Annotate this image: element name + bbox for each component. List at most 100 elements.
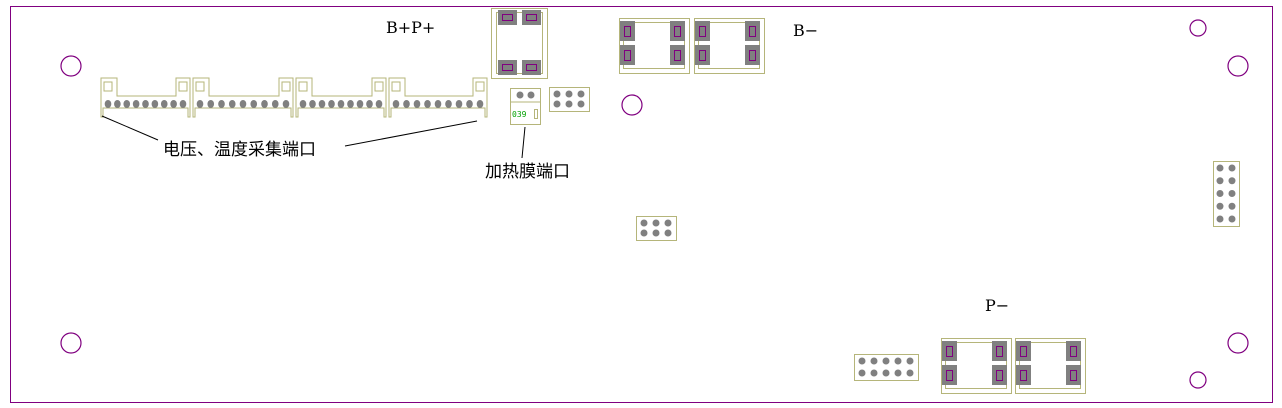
- connector-pin: [476, 100, 484, 108]
- mosfet-pad-mark: [946, 346, 953, 357]
- connector-pin: [328, 100, 335, 108]
- connector-pin: [347, 100, 354, 108]
- connector-outline: [295, 77, 387, 118]
- connector-tab: [475, 81, 485, 92]
- header-pin: [577, 90, 585, 98]
- connector-outline: [192, 77, 294, 118]
- mosfet-outline: [1015, 338, 1086, 394]
- mosfet-p-minus: [1015, 338, 1086, 394]
- mosfet-pad-mark: [699, 50, 706, 61]
- mosfet-pad-mark: [996, 346, 1003, 357]
- connector-pin: [179, 100, 187, 108]
- header-pin: [652, 229, 660, 237]
- mosfet-pad: [670, 45, 685, 65]
- mosfet-outline: [619, 18, 690, 74]
- connector-tab: [534, 109, 538, 119]
- connector-pin: [114, 100, 121, 108]
- connector-pin: [261, 100, 268, 108]
- mounting-hole: [1227, 55, 1249, 77]
- header-outline: [854, 354, 919, 381]
- connector-pin: [375, 100, 383, 108]
- connector-pin: [160, 100, 168, 108]
- mosfet-pad: [992, 365, 1007, 385]
- mosfet-outline: [491, 8, 548, 79]
- connector-pin: [218, 100, 225, 108]
- header-pin: [1216, 164, 1224, 172]
- mosfet-pad: [1016, 365, 1031, 385]
- mosfet-pad: [745, 21, 760, 41]
- connector-pin: [123, 100, 131, 108]
- label-bp-plus: B+P+: [386, 18, 436, 37]
- mosfet-body: [496, 12, 543, 74]
- mosfet-pad-mark: [674, 26, 681, 37]
- connector-pin: [445, 100, 452, 108]
- connector-pin: [250, 100, 258, 108]
- connector-tab: [391, 81, 401, 92]
- mounting-hole: [60, 55, 82, 77]
- sampling-connector: [388, 77, 488, 118]
- mosfet-pad-mark: [502, 14, 513, 21]
- mounting-hole: [1227, 332, 1249, 354]
- mosfet-pad-mark: [749, 26, 756, 37]
- header-outline: [549, 87, 590, 112]
- mounting-hole: [1189, 371, 1207, 389]
- connector-pin: [271, 100, 279, 108]
- header-pin: [1216, 215, 1224, 223]
- header-pin: [906, 357, 914, 365]
- mosfet-pad: [1066, 365, 1081, 385]
- mosfet-pad-mark: [996, 370, 1003, 381]
- header-pin: [664, 229, 672, 237]
- connector-pin: [207, 100, 215, 108]
- pin-header-2x3: [549, 87, 590, 112]
- leader-line: [101, 115, 159, 141]
- connector-tab: [103, 81, 113, 92]
- mounting-hole: [1189, 19, 1207, 37]
- label-heater-port: 加热膜端口: [485, 162, 570, 182]
- connector-tab: [374, 81, 384, 92]
- connector-pin: [356, 100, 364, 108]
- mosfet-pad: [620, 21, 635, 41]
- sampling-connector: [100, 77, 191, 118]
- label-sampling-port: 电压、温度采集端口: [163, 140, 316, 160]
- connector-pin: [318, 100, 326, 108]
- header-pin: [553, 100, 561, 108]
- connector-pin: [104, 100, 112, 108]
- mosfet-pad: [1066, 341, 1081, 361]
- connector-pin: [132, 100, 140, 108]
- connector-pin: [309, 100, 316, 108]
- mosfet-outline: [694, 18, 765, 74]
- mosfet-b-minus: [619, 18, 690, 74]
- mosfet-pad: [1016, 341, 1031, 361]
- header-pin: [652, 219, 660, 227]
- mosfet-pad-mark: [749, 50, 756, 61]
- mosfet-pad: [522, 10, 541, 25]
- mosfet-pad-mark: [624, 26, 631, 37]
- mosfet-pad: [498, 60, 517, 75]
- header-pin: [1216, 177, 1224, 185]
- mosfet-pad: [745, 45, 760, 65]
- connector-outline: [510, 88, 541, 125]
- header-pin: [640, 219, 648, 227]
- connector-pin: [170, 100, 177, 108]
- mosfet-p-minus: [941, 338, 1012, 394]
- header-pin: [894, 357, 902, 365]
- connector-pin: [466, 100, 473, 108]
- connector-pin: [392, 100, 400, 108]
- connector-outline: [100, 77, 191, 118]
- heater-connector: 039: [510, 88, 541, 125]
- mosfet-pad: [498, 10, 517, 25]
- mosfet-pad: [942, 365, 957, 385]
- connector-pin: [527, 91, 535, 99]
- header-pin: [1216, 202, 1224, 210]
- mounting-hole: [621, 94, 643, 116]
- connector-outline: [388, 77, 488, 118]
- connector-tab: [195, 81, 205, 92]
- part-code: 039: [512, 110, 527, 119]
- mosfet-pad-mark: [1020, 370, 1027, 381]
- connector-tab: [178, 81, 188, 92]
- sampling-connector: [295, 77, 387, 118]
- header-pin: [565, 90, 573, 98]
- connector-pin: [434, 100, 442, 108]
- label-b-minus: B−: [793, 21, 819, 40]
